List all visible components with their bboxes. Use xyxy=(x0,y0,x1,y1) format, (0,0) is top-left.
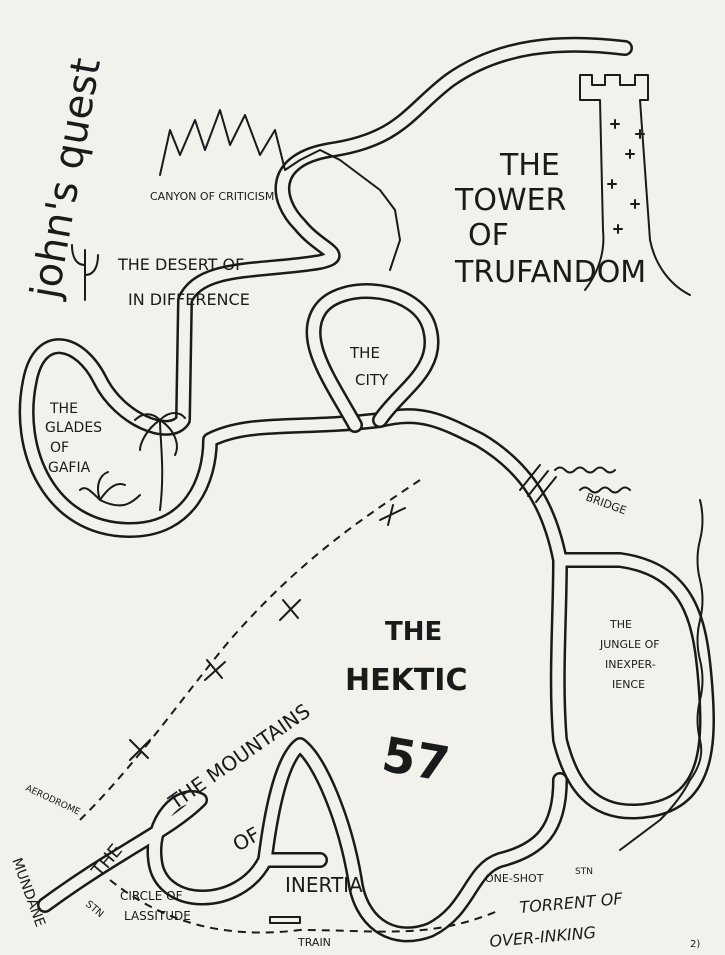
label-torrent-2: OVER-INKING xyxy=(489,923,597,951)
label-circle-2: LASSITUDE xyxy=(124,909,191,923)
canyon-mountains xyxy=(159,109,401,271)
palm-tree-icon xyxy=(134,412,186,511)
label-city-2: CITY xyxy=(355,371,389,389)
label-glades-3: OF xyxy=(50,440,69,456)
label-tower-2: TOWER xyxy=(454,183,566,218)
label-glades-2: GLADES xyxy=(45,420,102,436)
airplane-icons xyxy=(129,504,406,761)
bridge-icon xyxy=(519,464,557,503)
label-mundane: MUNDANE xyxy=(8,856,48,929)
label-mountains-2: INERTIA xyxy=(285,873,363,897)
label-jungle-3: INEXPER- xyxy=(605,658,656,671)
label-tower-4: TRUFANDOM xyxy=(454,255,646,290)
label-glades-4: GAFIA xyxy=(48,460,91,476)
label-jungle-4: IENCE xyxy=(612,678,645,691)
label-circle-1: CIRCLE OF xyxy=(120,889,183,903)
label-canyon: CANYON OF CRITICISM xyxy=(150,190,274,203)
train-icon xyxy=(269,916,301,924)
label-one-shot: ONE-SHOT xyxy=(485,872,544,885)
label-desert-1: THE DESERT OF xyxy=(117,255,244,274)
label-tower-1: THE xyxy=(499,148,560,183)
cactus-icon xyxy=(71,244,99,301)
label-train: TRAIN xyxy=(297,936,331,949)
label-bridge: BRIDGE xyxy=(584,491,628,518)
page-number: 2) xyxy=(690,939,700,950)
label-hektic-2: HEKTIC xyxy=(345,663,468,698)
tower-illustration xyxy=(579,74,691,296)
label-hektic-3: 57 xyxy=(378,727,454,794)
label-desert-2: IN DIFFERENCE xyxy=(128,290,250,309)
road xyxy=(18,36,715,943)
label-hektic-1: THE xyxy=(385,617,442,647)
label-aerodrome: AERODROME xyxy=(24,784,82,818)
torrent-river xyxy=(554,466,704,851)
label-glades-1: THE xyxy=(49,401,78,417)
label-torrent-1: TORRENT OF xyxy=(519,889,624,917)
palm-tree-icon xyxy=(79,471,141,507)
train-track xyxy=(109,879,501,934)
air-route xyxy=(79,479,421,821)
label-stn: STN xyxy=(83,899,105,920)
label-city-1: THE xyxy=(349,344,380,362)
label-tower-3: OF xyxy=(468,218,509,253)
label-stn-2: STN xyxy=(575,867,593,877)
label-jungle-1: THE xyxy=(609,618,632,631)
label-jungle-2: JUNGLE OF xyxy=(599,638,660,651)
